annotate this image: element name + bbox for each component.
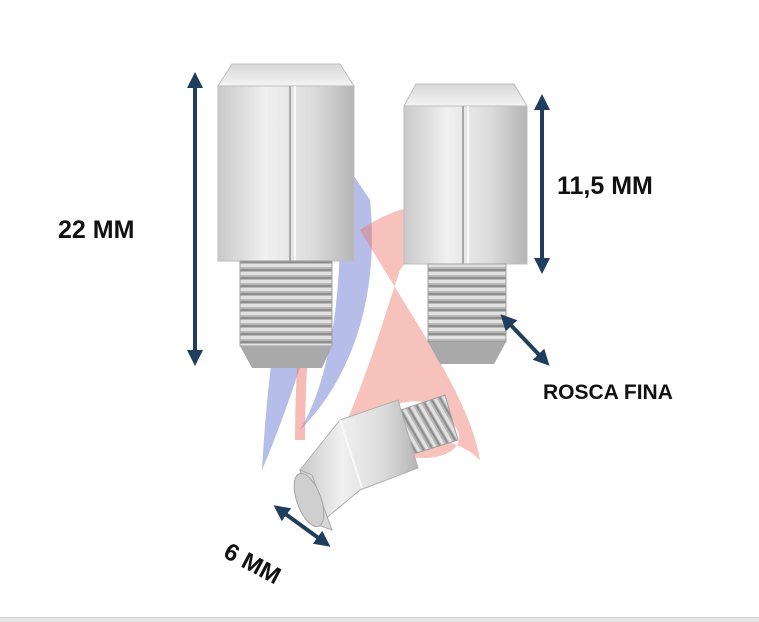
bottom-edge-bar bbox=[0, 617, 759, 622]
label-rosca-fina: ROSCA FINA bbox=[543, 381, 673, 404]
bolt-lying bbox=[293, 394, 459, 531]
bolt-short bbox=[403, 83, 528, 364]
bolt-tall bbox=[217, 63, 355, 368]
arrow-6mm bbox=[273, 505, 331, 547]
label-22-mm: 22 MM bbox=[58, 216, 135, 244]
label-11-5-mm: 11,5 MM bbox=[557, 172, 653, 200]
arrow-rosca-fina bbox=[500, 314, 550, 366]
